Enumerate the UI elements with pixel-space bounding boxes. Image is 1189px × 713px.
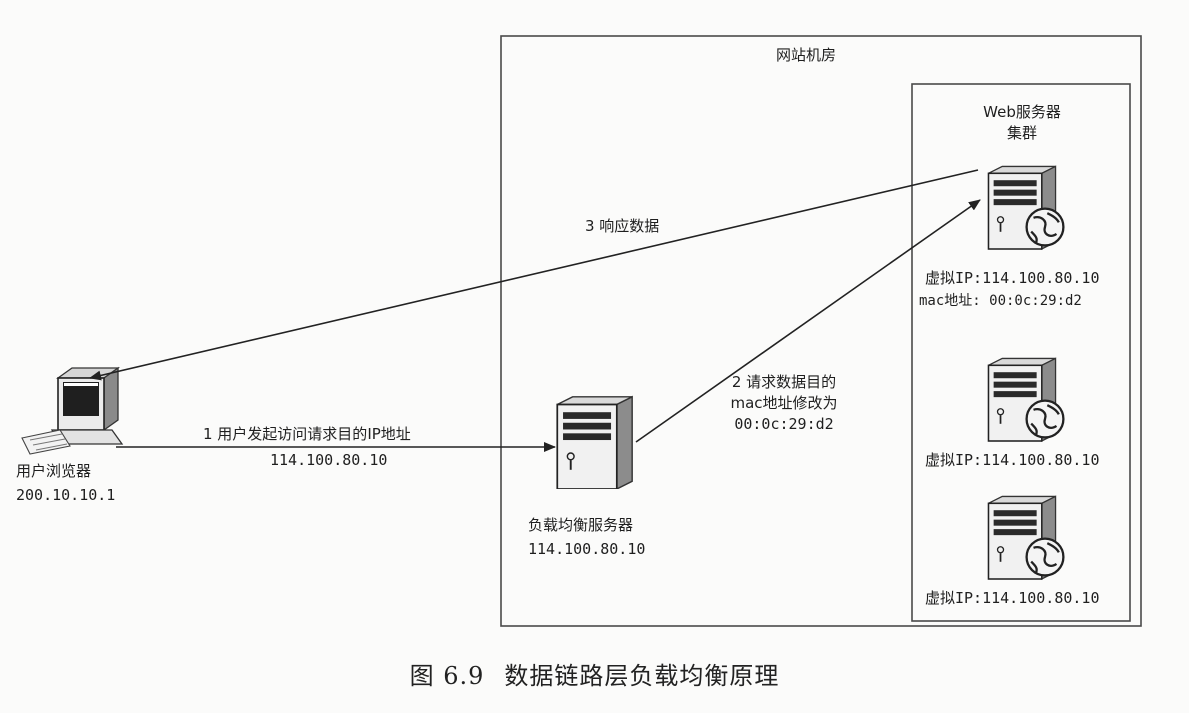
step1-ip: 114.100.80.10: [270, 451, 388, 469]
room-frame: [500, 35, 1142, 627]
web-server-1-globe-icon: [1025, 207, 1065, 247]
figure-caption: 图 6.9 数据链路层负载均衡原理: [0, 656, 1189, 691]
web-server-3-globe-icon: [1025, 537, 1065, 577]
step2-line3: 00:0c:29:d2: [734, 415, 834, 433]
load-balancer-name: 负载均衡服务器: [528, 516, 634, 534]
web-server-1-mac: mac地址: 00:0c:29:d2: [919, 293, 1082, 309]
client-ip: 200.10.10.1: [16, 486, 116, 504]
client-name: 用户浏览器: [16, 462, 92, 480]
figure-number: 图 6.9: [409, 662, 485, 690]
cluster-frame: [911, 83, 1131, 622]
step2-line2: mac地址修改为: [730, 394, 838, 412]
web-server-3-vip: 虚拟IP:114.100.80.10: [925, 589, 1100, 607]
step1-label: 1 用户发起访问请求目的IP地址: [203, 425, 411, 443]
web-server-2-globe-icon: [1025, 399, 1065, 439]
web-server-2-vip: 虚拟IP:114.100.80.10: [925, 451, 1100, 469]
forward-arrow: [635, 199, 981, 443]
step2-label: 2 请求数据目的 mac地址修改为 00:0c:29:d2: [716, 372, 852, 435]
load-balancer-server-icon: [556, 395, 634, 489]
cluster-title: Web服务器 集群: [960, 102, 1084, 144]
cluster-title-line2: 集群: [1006, 124, 1037, 142]
web-server-1-vip: 虚拟IP:114.100.80.10: [925, 269, 1100, 287]
figure-caption-text: 数据链路层负载均衡原理: [504, 662, 780, 690]
room-title: 网站机房: [776, 46, 837, 64]
cluster-title-line1: Web服务器: [983, 103, 1061, 121]
step2-line1: 2 请求数据目的: [731, 373, 837, 391]
step3-label: 3 响应数据: [585, 217, 660, 235]
load-balancer-ip: 114.100.80.10: [528, 540, 646, 558]
computer-icon: [21, 366, 124, 455]
response-arrow: [89, 169, 979, 381]
